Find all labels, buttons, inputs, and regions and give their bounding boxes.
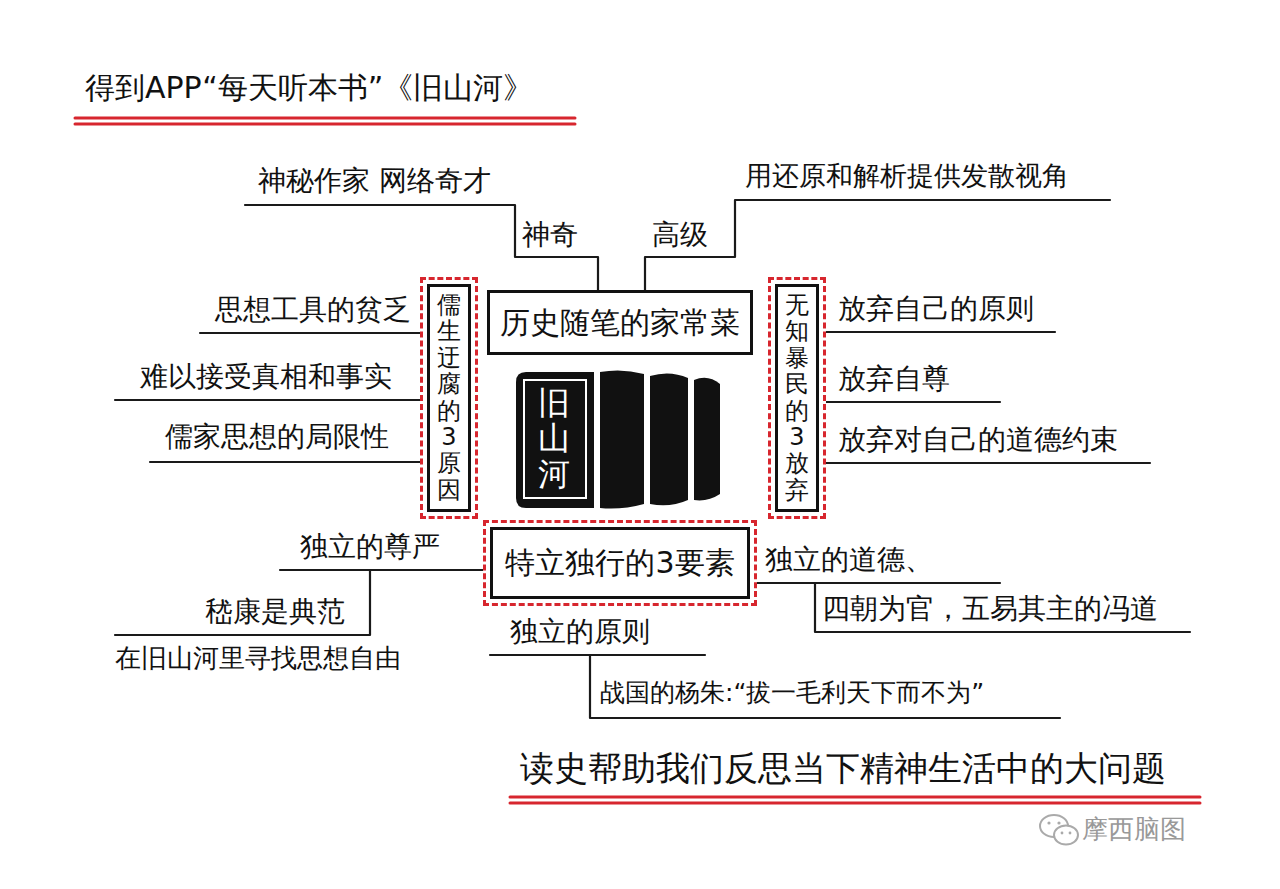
branch-line (590, 655, 1060, 718)
chat-bubble (1054, 826, 1078, 845)
abandon-box: 无知暴民的3放弃 (768, 277, 826, 519)
title-underline (75, 123, 575, 126)
branch-line (490, 654, 705, 656)
abandon-item: 放弃自己的原则 (838, 292, 1034, 326)
branch-line (200, 332, 420, 334)
wechat-icon (1040, 815, 1078, 845)
branch-line (645, 200, 1110, 290)
branch-note: 神秘作家 网络奇才 (258, 164, 491, 198)
node-text: 历史随笔的家常菜 (500, 305, 740, 341)
caption-underline (510, 802, 1200, 805)
branch-label: 高级 (652, 218, 708, 252)
branch-line (757, 582, 1000, 584)
book-pages (600, 370, 644, 508)
element-item: 独立的尊严 (300, 530, 440, 564)
book-pages (650, 373, 688, 505)
node-text: 儒生迂腐的3原因 (437, 292, 461, 503)
chat-dot (1061, 832, 1064, 835)
book-cover (516, 372, 594, 508)
branch-line (826, 331, 1055, 333)
cover-frame (524, 380, 586, 498)
element-item: 独立的道德、 (765, 543, 933, 577)
branch-line (826, 401, 1000, 403)
branch-note: 用还原和解析提供发散视角 (745, 160, 1069, 192)
example-note: 战国的杨朱:“拔一毛利天下而不为” (600, 678, 984, 708)
title-underline (75, 117, 575, 120)
chat-dot (1057, 821, 1060, 824)
book-pages (694, 378, 720, 501)
branch-line (815, 583, 1190, 632)
book-illustration: 旧山河 (510, 368, 722, 510)
node-text: 无知暴民的3放弃 (785, 292, 809, 503)
element-item: 独立的原则 (510, 615, 650, 649)
chat-dot (1047, 821, 1050, 824)
reason-item: 思想工具的贫乏 (215, 293, 411, 327)
caption-underline (510, 796, 1200, 799)
chat-dot (1069, 832, 1072, 835)
abandon-item: 放弃对自己的道德约束 (838, 423, 1118, 457)
branch-lines (115, 200, 1190, 718)
example-note: 在旧山河里寻找思想自由 (115, 643, 401, 674)
topic-box: 历史随笔的家常菜 (487, 290, 753, 355)
red-underlines (75, 118, 1200, 803)
branch-line (115, 399, 420, 401)
branch-line (150, 461, 420, 463)
abandon-item: 放弃自尊 (838, 362, 950, 396)
example-note: 嵇康是典范 (205, 595, 345, 629)
branch-label: 神奇 (522, 218, 578, 252)
reason-box: 儒生迂腐的3原因 (420, 277, 478, 519)
branch-line (280, 569, 483, 571)
page-title: 得到APP“每天听本书”《旧山河》 (85, 70, 533, 106)
summary-caption: 读史帮助我们反思当下精神生活中的大问题 (520, 748, 1166, 789)
branch-line (826, 462, 1150, 464)
branch-line (115, 570, 370, 635)
example-note: 四朝为官，五易其主的冯道 (822, 592, 1158, 626)
node-text: 特立独行的3要素 (505, 545, 734, 581)
watermark: 摩西脑图 (1082, 814, 1186, 845)
reason-item: 儒家思想的局限性 (165, 420, 389, 454)
element-box: 特立独行的3要素 (483, 520, 757, 606)
reason-item: 难以接受真相和事实 (140, 360, 392, 394)
node-text: 旧山河 (538, 386, 570, 492)
